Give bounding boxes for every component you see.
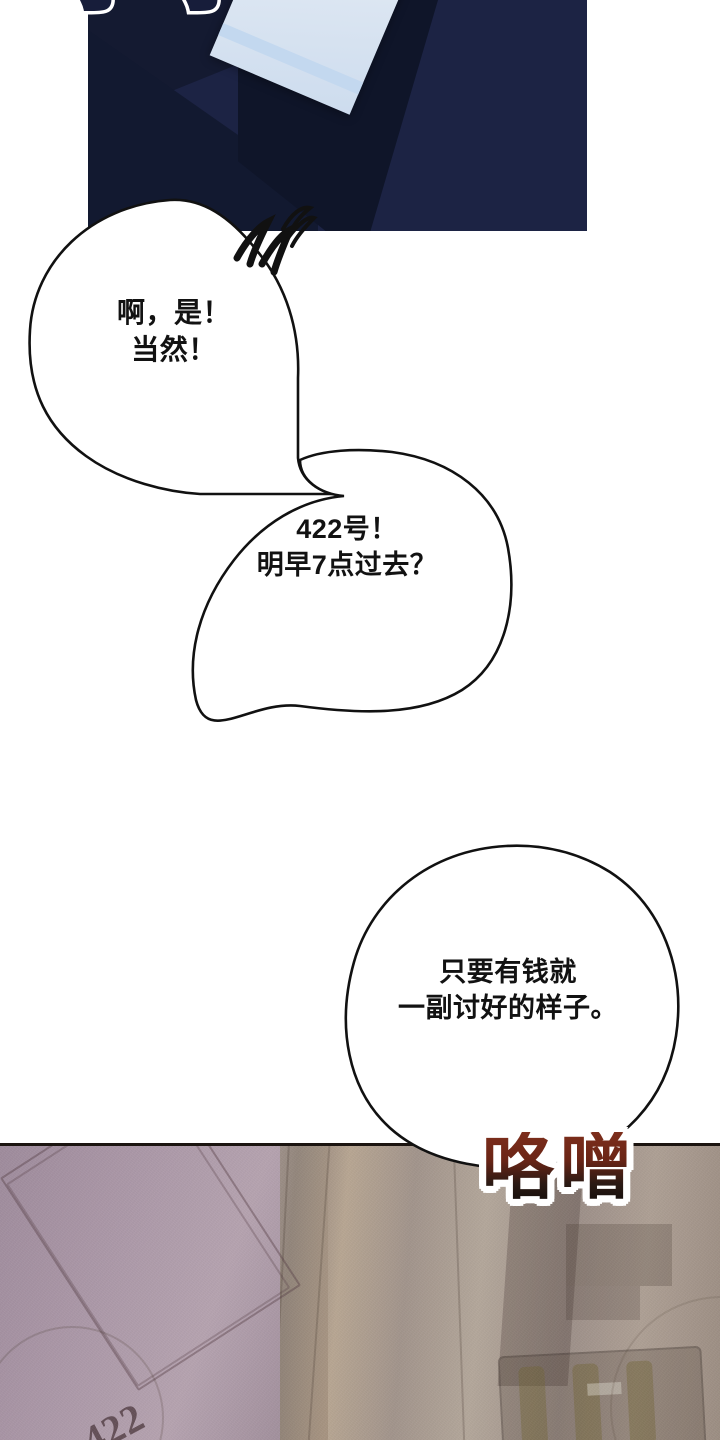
sfx-top-cutoff-lettering: 呵呵 [15,0,258,54]
sfx-top-cutoff-fill: 呵呵 [18,0,258,54]
shadow-arm-lower [566,1286,640,1320]
shadow-arm-upper [566,1224,672,1286]
bubble-3-text: 只要有钱就 一副讨好的样子。 [398,957,618,1023]
photo-grain-overlay [0,1146,720,1440]
bubble-2-text: 422号！ 明早7点过去？ [256,514,438,580]
bubble-1-text: 啊，是！ 当然！ [116,297,231,365]
sfx-footstep-creak: 咯噌 [482,1128,639,1208]
panel-top-dark-suit [88,0,587,231]
bubble-2-outline [191,448,513,722]
